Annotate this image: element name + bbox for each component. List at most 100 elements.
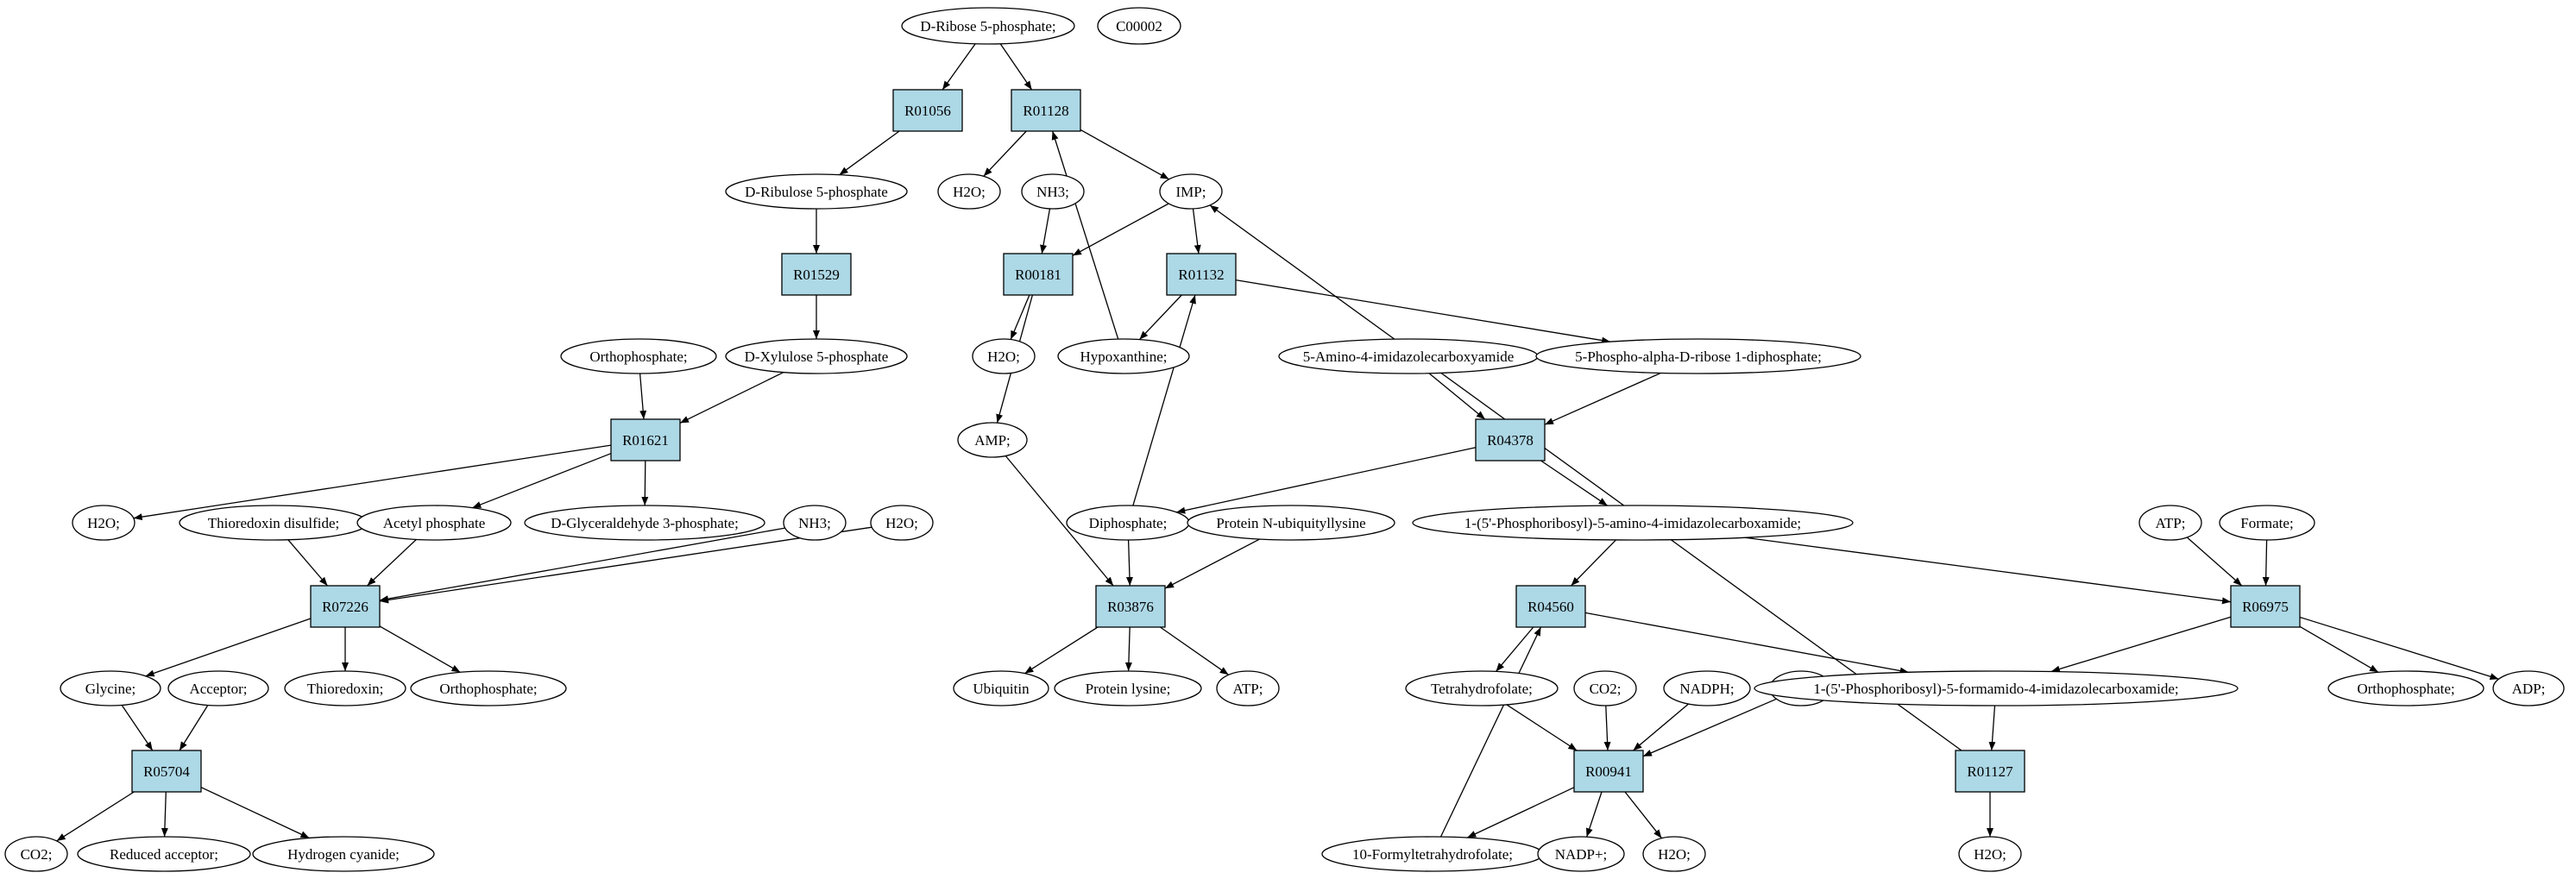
compound-ellipse (1057, 338, 1190, 374)
reaction-node-r01132[interactable]: R01132 (1166, 253, 1237, 296)
node-label: ATP; (2156, 515, 2186, 531)
reaction-node-r01621[interactable]: R01621 (610, 418, 681, 461)
edge-imp-to-r00181 (1072, 203, 1169, 256)
edge-atp_a-to-r06975 (2186, 537, 2243, 587)
reaction-node-r01529[interactable]: R01529 (781, 253, 852, 296)
reaction-node-r01128[interactable]: R01128 (1011, 89, 1081, 132)
compound-node-orthophos_b[interactable]: Orthophosphate; (410, 670, 567, 706)
compound-node-glycine[interactable]: Glycine; (60, 670, 161, 706)
compound-node-h2o_b[interactable]: H2O; (972, 338, 1036, 374)
reaction-box (1011, 89, 1081, 132)
compound-ellipse (1159, 173, 1223, 210)
node-label: NH3; (1036, 184, 1069, 200)
node-label: R04378 (1487, 432, 1534, 449)
node-label: D-Glyceraldehyde 3-phosphate; (551, 515, 739, 531)
node-label: H2O; (987, 348, 1020, 365)
reaction-node-r04378[interactable]: R04378 (1475, 418, 1546, 461)
compound-node-orthophos_a[interactable]: Orthophosphate; (560, 338, 717, 374)
compound-node-acetylphos[interactable]: Acetyl phosphate (356, 505, 512, 541)
reaction-node-r07226[interactable]: R07226 (310, 585, 381, 628)
edge-ribose5p-to-r01056 (942, 43, 976, 91)
compound-node-aicar[interactable]: 1-(5'-Phosphoribosyl)-5-amino-4-imidazol… (1412, 505, 1854, 541)
node-label: 1-(5'-Phosphoribosyl)-5-amino-4-imidazol… (1464, 515, 1801, 531)
reaction-node-r05704[interactable]: R05704 (131, 750, 202, 793)
compound-ellipse (725, 173, 908, 210)
reaction-node-r00941[interactable]: R00941 (1573, 750, 1644, 793)
edge-r01128-to-imp (1080, 129, 1169, 180)
compound-node-amp[interactable]: AMP; (957, 422, 1028, 458)
compound-node-aminoimid[interactable]: 5-Amino-4-imidazolecarboxyamide (1278, 338, 1539, 374)
node-label: R01529 (793, 267, 840, 283)
node-label: Formate; (2240, 515, 2293, 531)
compound-node-h2o_c[interactable]: H2O; (72, 505, 135, 541)
compound-node-ribulose5p[interactable]: D-Ribulose 5-phosphate (725, 173, 908, 210)
compound-node-atp_b[interactable]: ATP; (1216, 670, 1280, 706)
node-label: H2O; (1658, 846, 1691, 863)
node-label: Protein N-ubiquityllysine (1216, 515, 1365, 531)
compound-node-orthophos_c[interactable]: Orthophosphate; (2327, 670, 2485, 706)
compound-node-nh3_a[interactable]: NH3; (1021, 173, 1085, 210)
compound-ellipse (870, 505, 934, 541)
compound-node-formylthf[interactable]: 10-Formyltetrahydrofolate; (1321, 836, 1544, 872)
compound-node-imp[interactable]: IMP; (1159, 173, 1223, 210)
edge-formate-to-r06975 (2262, 539, 2270, 587)
compound-node-thioredoxin_ds[interactable]: Thioredoxin disulfide; (179, 505, 368, 541)
compound-node-redacc[interactable]: Reduced acceptor; (77, 836, 251, 872)
compound-node-hypoxanthine[interactable]: Hypoxanthine; (1057, 338, 1190, 374)
node-label: R04560 (1527, 599, 1574, 615)
compound-node-nadph[interactable]: NADPH; (1663, 670, 1751, 706)
node-label: H2O; (1974, 846, 2006, 863)
edge-prpp-to-r04378 (1544, 372, 1661, 425)
edge-aminoimid-to-r04378 (1428, 373, 1486, 420)
compound-node-atp_a[interactable]: ATP; (2138, 505, 2202, 541)
edge-r04560-to-thf (1496, 626, 1534, 672)
compound-node-xylulose5p[interactable]: D-Xylulose 5-phosphate (725, 338, 908, 374)
reaction-box (1515, 585, 1586, 628)
edge-r06975-to-orthophos_c (2299, 625, 2379, 673)
compound-node-h2o_d[interactable]: H2O; (870, 505, 934, 541)
compound-node-ubiquitin[interactable]: Ubiquitin (953, 670, 1049, 706)
node-label: Acetyl phosphate (383, 515, 486, 531)
compound-node-formate[interactable]: Formate; (2219, 505, 2315, 541)
compound-node-co2_b[interactable]: CO2; (4, 836, 68, 872)
compound-node-prpp[interactable]: 5-Phospho-alpha-D-ribose 1-diphosphate; (1535, 338, 1861, 374)
node-label: Thioredoxin disulfide; (208, 515, 340, 531)
reaction-node-r01127[interactable]: R01127 (1955, 750, 2025, 793)
reaction-node-r00181[interactable]: R00181 (1003, 253, 1074, 296)
compound-node-thf[interactable]: Tetrahydrofolate; (1405, 670, 1559, 706)
node-label: H2O; (87, 515, 120, 531)
compound-node-nadp[interactable]: NADP+; (1537, 836, 1625, 872)
compound-node-protlys[interactable]: Protein lysine; (1054, 670, 1202, 706)
reaction-box (131, 750, 202, 793)
compound-ellipse (725, 338, 908, 374)
reaction-box (310, 585, 381, 628)
compound-ellipse (1754, 670, 2239, 706)
compound-node-thioredoxin[interactable]: Thioredoxin; (284, 670, 406, 706)
reaction-box (1166, 253, 1237, 296)
compound-node-faicar[interactable]: 1-(5'-Phosphoribosyl)-5-formamido-4-imid… (1754, 670, 2239, 706)
compound-node-h2o_a[interactable]: H2O; (937, 173, 1001, 210)
compound-node-protubi[interactable]: Protein N-ubiquityllysine (1187, 505, 1395, 541)
compound-node-adp[interactable]: ADP; (2492, 670, 2565, 706)
compound-node-h2o_e[interactable]: H2O; (1642, 836, 1706, 872)
reaction-node-r06975[interactable]: R06975 (2230, 585, 2301, 628)
compound-node-c00002[interactable]: C00002 (1097, 7, 1181, 45)
compound-node-g3p[interactable]: D-Glyceraldehyde 3-phosphate; (524, 505, 765, 541)
compound-ellipse (2138, 505, 2202, 541)
reaction-node-r03876[interactable]: R03876 (1095, 585, 1166, 628)
compound-node-diphosphate[interactable]: Diphosphate; (1066, 505, 1190, 541)
compound-node-co2_a[interactable]: CO2; (1573, 670, 1637, 706)
edge-nadph-to-r00941 (1633, 703, 1689, 751)
compound-node-nh3_b[interactable]: NH3; (783, 505, 847, 541)
reaction-box (1475, 418, 1546, 461)
node-label: CO2; (1590, 681, 1622, 697)
compound-node-hcn[interactable]: Hydrogen cyanide; (252, 836, 435, 872)
compound-ellipse (1216, 670, 1280, 706)
compound-node-ribose5p[interactable]: D-Ribose 5-phosphate; (901, 7, 1075, 45)
compound-node-h2o_f[interactable]: H2O; (1958, 836, 2022, 872)
reaction-node-r04560[interactable]: R04560 (1515, 585, 1586, 628)
edge-hypoxanthine-to-r01128 (1051, 130, 1119, 340)
reaction-node-r01056[interactable]: R01056 (892, 89, 963, 132)
compound-node-acceptor[interactable]: Acceptor; (167, 670, 269, 706)
